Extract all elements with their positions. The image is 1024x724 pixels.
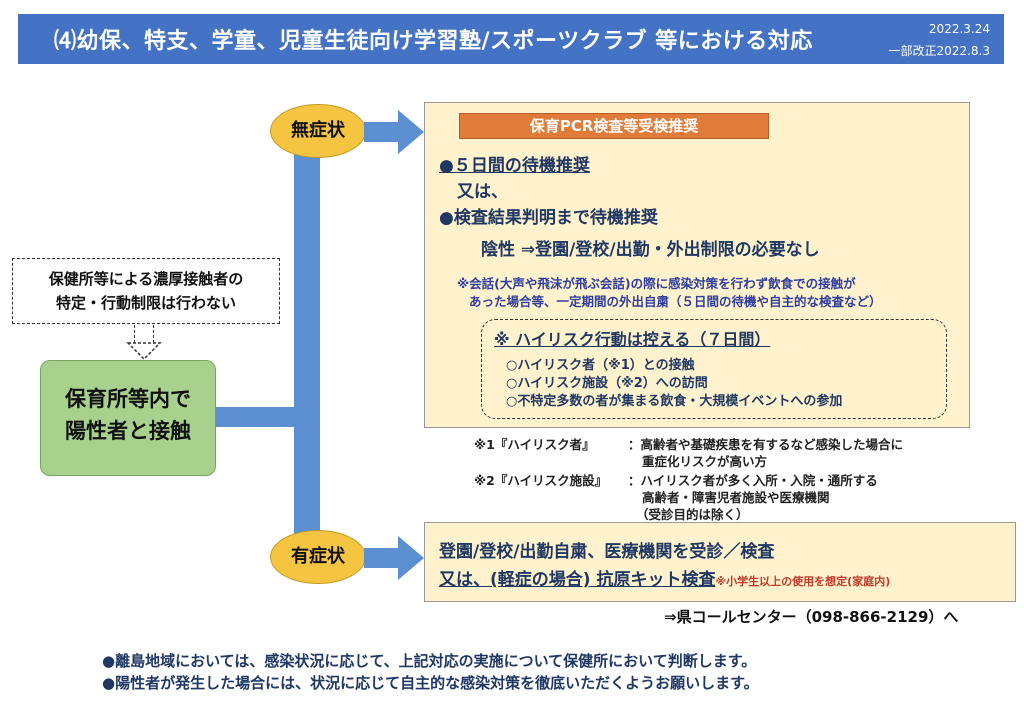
high-risk-title: ※ ハイリスク行動は控える（７日間） [494, 330, 771, 349]
no-close-contact-note: 保健所等による濃厚接触者の 特定・行動制限は行わない [12, 258, 280, 324]
connector-vertical [294, 140, 320, 558]
dashed-arrow-head [126, 342, 162, 360]
wait-until-result: ●検査結果判明まで待機推奨 [439, 208, 658, 228]
high-risk-box: ※ ハイリスク行動は控える（７日間） ○ハイリスク者（※1）との接触 ○ハイリス… [481, 319, 947, 419]
conversation-note-2: あった場合等、一定期間の外出自粛（５日間の待機や自主的な検査など） [469, 294, 882, 309]
footnote-2-key: ※2『ハイリスク施設』 [474, 473, 608, 488]
note-line-2: 特定・行動制限は行わない [55, 294, 236, 312]
case-box: 保育所等内で 陽性者と接触 [40, 360, 216, 476]
wait-five-days: ●５日間の待機推奨 [439, 156, 590, 176]
symptomatic-oval: 有症状 [270, 530, 366, 584]
case-line-1: 保育所等内で [65, 387, 191, 411]
footnote-1-text-2: 重症化リスクが高い方 [642, 454, 768, 469]
asymptomatic-label: 無症状 [291, 120, 345, 141]
pcr-recommend-label: 保育PCR検査等受検推奨 [459, 113, 769, 139]
header-banner: ⑷幼保、特支、学童、児童生徒向け学習塾/スポーツクラブ 等における対応 2022… [18, 14, 1004, 64]
footnote-2-text-3: （受診目的は除く） [636, 507, 749, 522]
symptomatic-line-1: 登園/登校/出勤自粛、医療機関を受診／検査 [439, 542, 775, 562]
issue-date: 2022.3.24 [928, 22, 990, 36]
note-line-1: 保健所等による濃厚接触者の [48, 270, 244, 288]
symptomatic-arrow [364, 536, 424, 580]
footnote-1-text: ：高齢者や基礎疾患を有するなど感染した場合に [628, 437, 904, 452]
footnote-2-text-2: 高齢者・障害児者施設や医療機関 [642, 490, 830, 505]
negative-result-line: 陰性 ⇒登園/登校/出勤・外出制限の必要なし [481, 240, 820, 260]
asymptomatic-oval: 無症状 [270, 104, 366, 158]
high-risk-item: ○ハイリスク者（※1）との接触 [506, 358, 695, 373]
symptomatic-label: 有症状 [291, 546, 345, 567]
high-risk-item: ○不特定多数の者が集まる飲食・大規模イベントへの参加 [506, 394, 843, 409]
revision-date: 一部改正2022.8.3 [888, 44, 990, 58]
symptomatic-panel: 登園/登校/出勤自粛、医療機関を受診／検査 又は、(軽症の場合) 抗原キット検査… [424, 522, 1016, 602]
bottom-note-1: ●離島地域においては、感染状況に応じて、上記対応の実施について保健所において判断… [102, 652, 757, 670]
page-title: ⑷幼保、特支、学童、児童生徒向け学習塾/スポーツクラブ 等における対応 [54, 29, 813, 54]
bottom-note-2: ●陽性者が発生した場合には、状況に応じて自主的な感染対策を徹底いただくようお願い… [102, 674, 759, 692]
antigen-kit-text: 又は、(軽症の場合) 抗原キット検査 [439, 570, 716, 590]
symptomatic-line-2: 又は、(軽症の場合) 抗原キット検査※小学生以上の使用を想定(家庭内) [439, 565, 890, 590]
footnote-2-text: ：ハイリスク者が多く入所・入院・通所する [628, 473, 878, 488]
or-text: 又は、 [457, 182, 508, 202]
asymptomatic-arrow [364, 110, 424, 154]
case-line-2: 陽性者と接触 [65, 419, 191, 443]
footnote-1-key: ※1『ハイリスク者』 [474, 437, 595, 452]
antigen-kit-note: ※小学生以上の使用を想定(家庭内) [715, 575, 891, 588]
dashed-arrow-shaft [134, 325, 154, 343]
high-risk-item: ○ハイリスク施設（※2）への訪問 [506, 376, 708, 391]
conversation-note-1: ※会話(大声や飛沫が飛ぶ会話)の際に感染対策を行わず飲食での接触が [457, 276, 856, 291]
asymptomatic-panel: 保育PCR検査等受検推奨 ●５日間の待機推奨 又は、 ●検査結果判明まで待機推奨… [424, 102, 970, 428]
call-center-line: ⇒県コールセンター（098-866-2129）へ [664, 608, 959, 626]
